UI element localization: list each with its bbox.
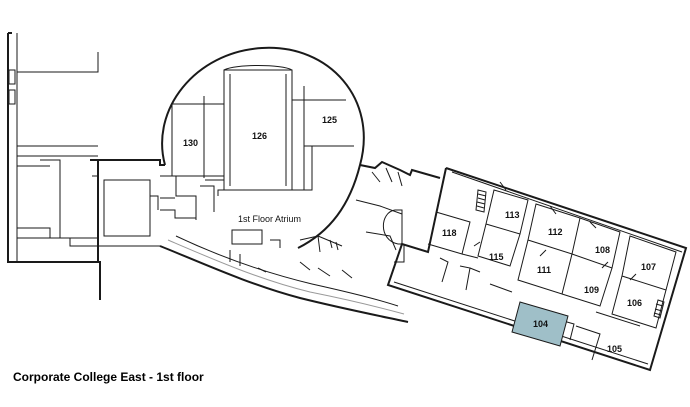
room-label-104: 104 bbox=[533, 319, 548, 329]
room-label-109: 109 bbox=[584, 285, 599, 295]
room-label-111: 111 bbox=[537, 265, 551, 275]
room-label-107: 107 bbox=[641, 262, 656, 272]
room-labels: 130 126 125 118 113 115 112 111 108 109 … bbox=[183, 115, 656, 354]
room-label-125: 125 bbox=[322, 115, 337, 125]
room-label-105: 105 bbox=[607, 344, 622, 354]
room-label-118: 118 bbox=[442, 228, 457, 238]
atrium-label: 1st Floor Atrium bbox=[238, 214, 301, 224]
connector-hall bbox=[355, 160, 441, 263]
room-label-126: 126 bbox=[252, 131, 267, 141]
south-arc-corridor bbox=[159, 235, 409, 323]
room-label-113: 113 bbox=[505, 210, 520, 220]
central-rotunda bbox=[160, 46, 365, 253]
room-104-highlight[interactable] bbox=[511, 301, 569, 347]
room-label-106: 106 bbox=[627, 298, 642, 308]
room-label-115: 115 bbox=[489, 252, 504, 262]
east-wing bbox=[386, 167, 688, 372]
room-label-112: 112 bbox=[548, 227, 563, 237]
room-label-108: 108 bbox=[595, 245, 610, 255]
map-caption: Corporate College East - 1st floor bbox=[13, 370, 204, 384]
west-wing bbox=[7, 32, 165, 300]
room-label-130: 130 bbox=[183, 138, 198, 148]
